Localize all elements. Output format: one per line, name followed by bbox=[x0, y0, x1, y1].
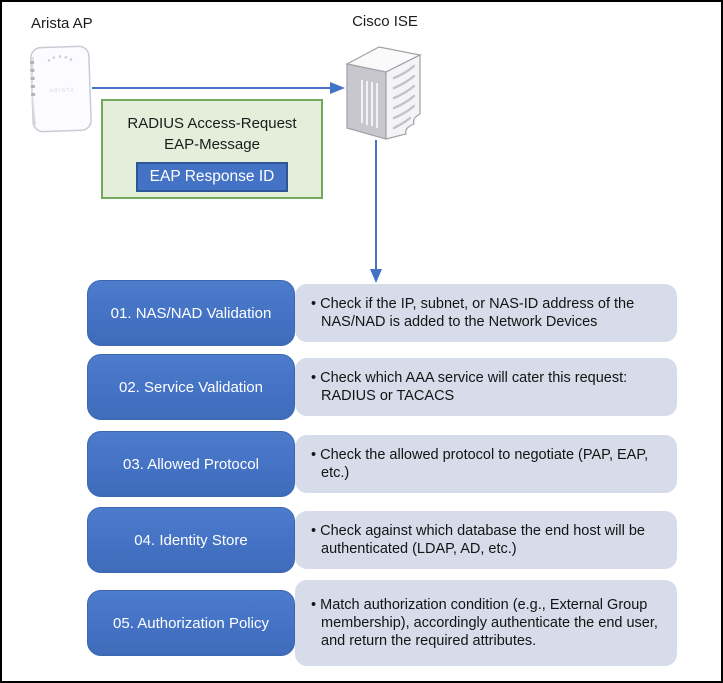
cisco-ise-label: Cisco ISE bbox=[352, 13, 418, 30]
cisco-ise-server-icon bbox=[345, 46, 422, 140]
arista-ap-label: Arista AP bbox=[31, 15, 93, 32]
ap-device-text: ARISTA bbox=[49, 87, 75, 94]
step-description-allowed-protocol: • Check the allowed protocol to negotiat… bbox=[295, 435, 677, 493]
bullet-marker: • bbox=[311, 447, 317, 463]
step-description-service-validation: • Check which AAA service will cater thi… bbox=[295, 358, 677, 416]
bullet-marker: • bbox=[311, 523, 317, 539]
eap-response-id-box: EAP Response ID bbox=[135, 162, 289, 192]
ap-to-ise-arrow bbox=[92, 82, 345, 94]
step-box-service-validation: 02. Service Validation bbox=[87, 354, 295, 420]
step-description-text: • Check the allowed protocol to negotiat… bbox=[311, 447, 649, 481]
step-box-nas-nad-validation: 01. NAS/NAD Validation bbox=[87, 280, 295, 346]
bullet-marker: • bbox=[311, 370, 317, 386]
step-description-text: • Check against which database the end h… bbox=[311, 523, 645, 557]
bullet-marker: • bbox=[311, 296, 317, 312]
step-description-text: • Check which AAA service will cater thi… bbox=[311, 370, 628, 404]
step-description-identity-store: • Check against which database the end h… bbox=[295, 511, 677, 569]
step-description-text: • Check if the IP, subnet, or NAS-ID add… bbox=[311, 296, 635, 330]
ise-down-arrow bbox=[370, 140, 382, 283]
step-description-authorization-policy: • Match authorization condition (e.g., E… bbox=[295, 580, 677, 666]
step-description-text: • Match authorization condition (e.g., E… bbox=[311, 597, 658, 649]
step-description-nas-nad-validation: • Check if the IP, subnet, or NAS-ID add… bbox=[295, 284, 677, 342]
access-point-icon: ARISTA bbox=[30, 45, 92, 133]
bullet-marker: • bbox=[311, 597, 317, 613]
step-box-authorization-policy: 05. Authorization Policy bbox=[87, 590, 295, 656]
radius-request-box: RADIUS Access-Request EAP-Message EAP Re… bbox=[101, 99, 323, 199]
step-box-allowed-protocol: 03. Allowed Protocol bbox=[87, 431, 295, 497]
radius-request-line1: RADIUS Access-Request bbox=[127, 115, 297, 132]
radius-request-line2: EAP-Message bbox=[164, 136, 260, 153]
step-box-identity-store: 04. Identity Store bbox=[87, 507, 295, 573]
